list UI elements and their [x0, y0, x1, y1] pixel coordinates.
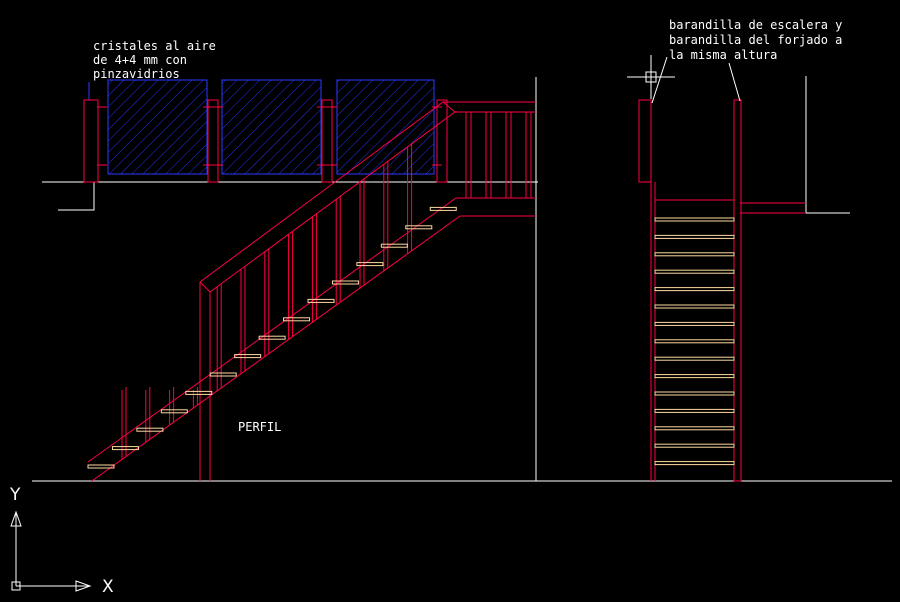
stair-tread [209, 372, 237, 377]
glass-note: cristales al aire de 4+4 mm con pinzavid… [93, 39, 223, 81]
front-tread [654, 461, 735, 466]
front-treads [654, 217, 735, 466]
front-left-railing [638, 99, 652, 183]
stair-tread [283, 317, 311, 322]
post-1 [83, 99, 99, 183]
ucs-x-label: X [102, 577, 114, 597]
glass-panels [88, 79, 435, 175]
front-tread [654, 374, 735, 379]
front-tread [654, 443, 735, 448]
stair-balusters [121, 143, 413, 460]
clamp-posts [83, 99, 448, 183]
front-tread [654, 287, 735, 292]
front-tread [654, 234, 735, 239]
railing-note-line-1: barandilla de escalera y [669, 18, 842, 32]
front-view: barandilla de escalera y barandilla del … [627, 18, 850, 482]
glass-panel-3 [336, 79, 435, 175]
stair-tread [380, 243, 408, 248]
front-tread [654, 304, 735, 309]
stair-tread [87, 464, 115, 469]
railing-note-line-2: barandilla del forjado a [669, 33, 842, 47]
glass-panel-2 [221, 79, 322, 175]
stair-tread [160, 409, 188, 414]
railing-note: barandilla de escalera y barandilla del … [669, 18, 850, 62]
glass-panel-1 [107, 79, 208, 175]
crosshair-cursor-icon[interactable] [627, 55, 675, 99]
stair-tread [111, 446, 139, 451]
stair-tread [136, 427, 164, 432]
glass-note-line-1: cristales al aire [93, 39, 216, 53]
stair-tread [429, 206, 457, 211]
post-3 [321, 99, 333, 183]
view-label: PERFIL [238, 420, 281, 434]
front-tread [654, 391, 735, 396]
leader-right [728, 62, 741, 102]
front-tread [654, 252, 735, 257]
glass-note-line-2: de 4+4 mm con [93, 53, 187, 67]
landing-balusters [465, 112, 532, 198]
stair-treads [87, 206, 457, 469]
front-tread [654, 217, 735, 222]
front-tread [654, 356, 735, 361]
stair-tread [356, 262, 384, 267]
post-2 [207, 99, 219, 183]
slab-edge-line [58, 182, 95, 211]
stair-tread [258, 335, 286, 340]
stair-tread [405, 225, 433, 230]
profile-view: cristales al aire de 4+4 mm con pinzavid… [32, 39, 892, 482]
railing-note-line-3: la misma altura [669, 48, 777, 62]
stair-tread [185, 390, 213, 395]
front-tread [654, 426, 735, 431]
stair-tread [234, 354, 262, 359]
glass-note-line-3: pinzavidrios [93, 67, 180, 81]
ucs-icon [10, 510, 92, 592]
post-4 [436, 99, 448, 183]
front-tread [654, 408, 735, 413]
front-right-railing [733, 99, 742, 482]
stair-tread [307, 298, 335, 303]
front-tread [654, 321, 735, 326]
ucs-y-label: Y [9, 485, 21, 505]
stair-tread [331, 280, 359, 285]
front-wall-line [805, 76, 850, 214]
front-tread [654, 339, 735, 344]
leader-left [651, 56, 668, 104]
front-tread [654, 269, 735, 274]
